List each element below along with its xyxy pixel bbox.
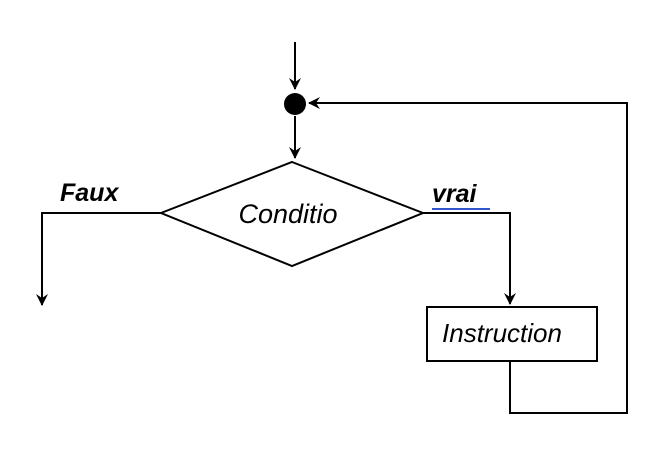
true-label: vrai bbox=[432, 180, 478, 208]
instruction-label: Instruction bbox=[442, 318, 562, 348]
loop-back-arrow bbox=[308, 97, 628, 414]
condition-diamond bbox=[158, 160, 426, 268]
false-label: Faux bbox=[60, 179, 119, 207]
instruction-box bbox=[426, 306, 598, 362]
condition-label: Conditio bbox=[238, 199, 337, 229]
junction-dot bbox=[284, 93, 306, 115]
false-branch-arrow bbox=[36, 212, 161, 306]
true-branch-arrow bbox=[423, 212, 516, 305]
